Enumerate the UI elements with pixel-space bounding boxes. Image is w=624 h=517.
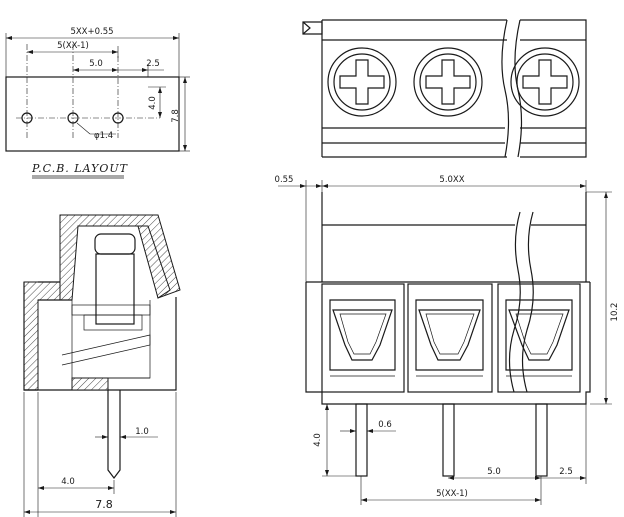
- dim-pitch-total: 5(XX-1): [57, 41, 89, 51]
- dim-pin-thickness: 0.6: [378, 420, 392, 430]
- dim-total: 5(XX-1): [436, 489, 468, 499]
- dim-pin-length: 4.0: [313, 433, 323, 447]
- pcb-outline: [5, 76, 180, 152]
- dim-offset: 2.5: [146, 59, 160, 69]
- terminal-cell: [321, 283, 405, 393]
- dim-height: 7.8: [171, 109, 181, 123]
- dim-overall: 5XX+0.55: [70, 27, 113, 37]
- screw: [510, 47, 580, 117]
- dim-end: 2.5: [559, 467, 573, 477]
- dim-hole-row: 4.0: [148, 96, 158, 110]
- dim-height: 10.2: [610, 303, 620, 322]
- screw-shaft: [95, 253, 135, 325]
- pcb-layout-title: P.C.B. LAYOUT: [31, 162, 129, 175]
- dim-pitch: 5.0: [89, 59, 103, 69]
- pcb-hole: [67, 112, 79, 124]
- terminal-cell: [497, 283, 581, 393]
- pcb-hole: [21, 112, 33, 124]
- dim-pitch: 5.0: [487, 467, 501, 477]
- dim-pin-offset: 4.0: [61, 477, 75, 487]
- screw: [327, 47, 397, 117]
- screw: [413, 47, 483, 117]
- dim-depth: 7.8: [95, 498, 113, 511]
- side-section-view: 1.0 4.0 7.8: [23, 214, 181, 517]
- terminal-cell: [407, 283, 493, 393]
- dim-pin-width: 1.0: [135, 427, 149, 437]
- dim-left: 0.55: [275, 175, 294, 185]
- pcb-layout-view: 5XX+0.55 5(XX-1) 5.0 2.5 4.0 7.8 φ1.4 P.…: [5, 27, 190, 179]
- screw-head: [94, 233, 136, 255]
- top-view: [302, 19, 587, 158]
- dim-hole: φ1.4: [94, 131, 113, 141]
- pins: [355, 403, 548, 477]
- front-view: 0.55 5.0XX 10.2 4.0 0.6 5.0 2.5 5(XX-1): [275, 175, 620, 505]
- dim-width: 5.0XX: [439, 175, 464, 185]
- pcb-hole: [112, 112, 124, 124]
